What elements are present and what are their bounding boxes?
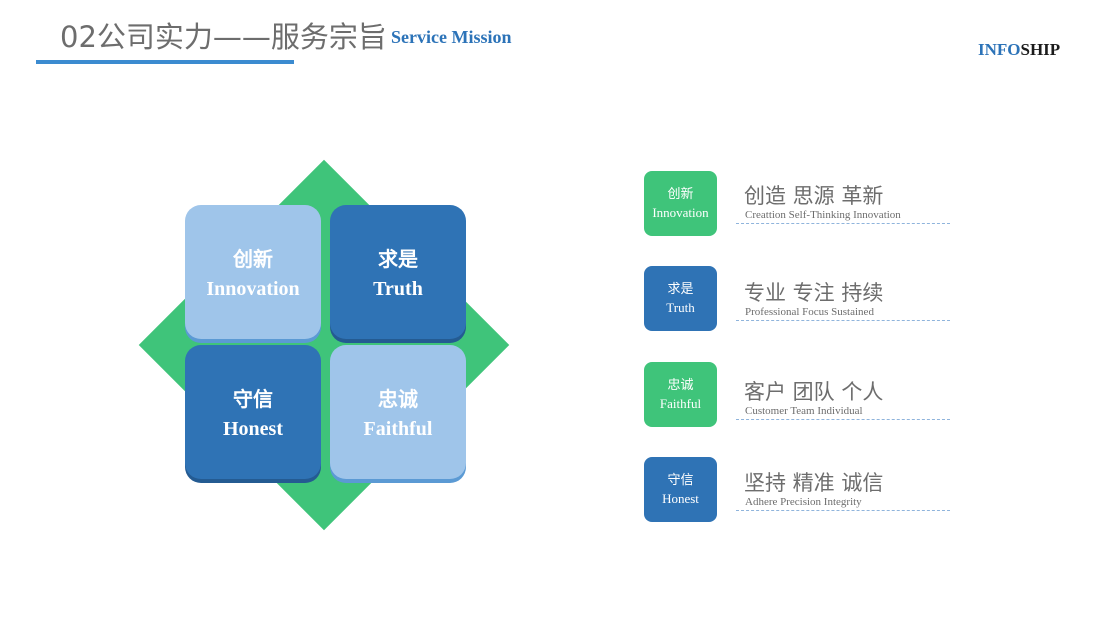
badge-label-cn: 求是 (667, 281, 694, 297)
tile-label-en: Faithful (363, 418, 433, 440)
badge-label-en: Truth (666, 299, 695, 315)
list-item-subtitle: Professional Focus Sustained (745, 306, 874, 318)
logo-part-info: INFO (978, 40, 1021, 59)
badge-truth: 求是 Truth (644, 266, 717, 331)
badge-label-cn: 创新 (667, 186, 694, 202)
list-item-title: 客户 团队 个人 (744, 380, 884, 404)
list-item-subtitle: Customer Team Individual (745, 405, 863, 417)
tile-label-cn: 守信 (233, 387, 273, 411)
tile-label-en: Honest (223, 418, 283, 440)
list-item-title: 坚持 精准 诚信 (744, 471, 884, 495)
badge-label-cn: 忠诚 (667, 377, 694, 393)
list-item-honest: 坚持 精准 诚信 Adhere Precision Integrity (736, 470, 950, 511)
tile-label-en: Truth (373, 278, 423, 300)
tile-innovation: 创新 Innovation (185, 205, 321, 339)
badge-honest: 守信 Honest (644, 457, 717, 522)
tile-label-cn: 忠诚 (378, 387, 418, 411)
tile-faithful: 忠诚 Faithful (330, 345, 466, 479)
logo-part-ship: SHIP (1020, 40, 1061, 59)
list-item-title: 创造 思源 革新 (744, 184, 884, 208)
list-item-subtitle: Adhere Precision Integrity (745, 496, 862, 508)
badge-label-cn: 守信 (667, 472, 694, 488)
tile-label-en: Innovation (206, 278, 300, 300)
tile-honest: 守信 Honest (185, 345, 321, 479)
list-item-innovation: 创造 思源 革新 Creattion Self-Thinking Innovat… (736, 183, 950, 224)
badge-label-en: Faithful (659, 395, 702, 411)
header-underline (36, 60, 294, 64)
company-logo: INFOSHIP (978, 40, 1060, 60)
tile-label-cn: 创新 (233, 247, 273, 271)
page-title: 02公司实力——服务宗旨 (60, 20, 387, 54)
badge-innovation: 创新 Innovation (644, 171, 717, 236)
list-item-faithful: 客户 团队 个人 Customer Team Individual (736, 379, 950, 420)
list-item-truth: 专业 专注 持续 Professional Focus Sustained (736, 280, 950, 321)
page-subtitle: Service Mission (391, 27, 512, 47)
badge-faithful: 忠诚 Faithful (644, 362, 717, 427)
badge-label-en: Honest (662, 490, 699, 506)
badge-label-en: Innovation (652, 204, 709, 220)
tile-truth: 求是 Truth (330, 205, 466, 339)
list-item-subtitle: Creattion Self-Thinking Innovation (745, 209, 901, 221)
list-item-title: 专业 专注 持续 (744, 281, 884, 305)
tile-label-cn: 求是 (378, 247, 418, 271)
